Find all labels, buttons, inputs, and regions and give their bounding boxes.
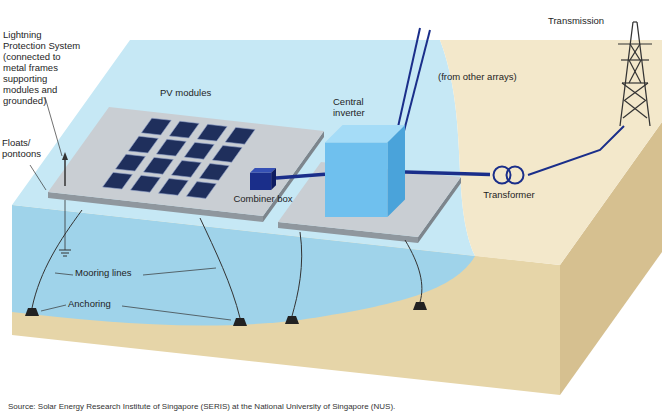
part-label: Anchoring [68, 299, 111, 310]
part-label: Mooring lines [75, 268, 132, 279]
box-front [325, 143, 387, 217]
anchor-block [413, 302, 427, 310]
pv-module [128, 136, 158, 153]
callout-note: Lightning Protection System (connected t… [3, 30, 81, 106]
ground-symbol [61, 253, 69, 254]
floating-pontoon [48, 107, 324, 216]
water-surface [12, 40, 475, 256]
box-outline [325, 125, 405, 217]
part-label: Transmission [548, 16, 604, 27]
mooring-line [200, 218, 240, 318]
central-inverter: Central inverter [325, 125, 405, 217]
pv-module [169, 121, 199, 138]
box-outline [250, 168, 276, 190]
leader-line [30, 165, 46, 190]
leader-line [143, 268, 216, 275]
pv-module [225, 127, 255, 144]
pv-module [141, 118, 171, 135]
part-label: Floats/ pontoons [2, 138, 46, 160]
pv-module [144, 157, 174, 174]
leader-line [41, 305, 66, 311]
pv-module [186, 182, 216, 199]
transmission-cable [528, 126, 624, 175]
pv-module [171, 161, 201, 178]
combiner-box: Combiner box [250, 168, 276, 190]
node-label: Combiner box [233, 194, 292, 205]
dc-cable [404, 30, 430, 131]
node-label: Transformer [483, 190, 534, 201]
leader-line [45, 97, 62, 156]
anchor-block [233, 318, 247, 326]
box-front [250, 173, 271, 190]
pv-module [197, 124, 227, 141]
pv-module [156, 139, 186, 156]
transmission-tower [618, 22, 652, 126]
ground-symbol [59, 250, 71, 251]
leader-line [122, 306, 231, 320]
pv-module [116, 154, 146, 171]
pv-module-array [103, 118, 255, 198]
node-label: Central inverter [333, 97, 393, 119]
anchor-block [25, 308, 39, 316]
source-caption: Source: Solar Energy Research Institute … [8, 402, 395, 411]
transformer-coil [507, 167, 524, 184]
pv-module [184, 142, 214, 159]
power-cable [276, 174, 325, 178]
transformer-symbol: Transformer [490, 164, 528, 186]
part-label: (from other arrays) [438, 72, 517, 83]
anchor-block [285, 316, 299, 324]
pv-module [159, 179, 189, 196]
transformer-outline [490, 164, 528, 186]
box-side [271, 168, 276, 190]
pv-module [131, 175, 161, 192]
power-cable [405, 172, 490, 174]
pv-module [212, 146, 242, 163]
ground-symbol [63, 256, 67, 257]
part-label: PV modules [160, 88, 211, 99]
ground-wire [65, 200, 66, 250]
lightning-rod [64, 158, 66, 186]
mooring-line [405, 240, 422, 302]
pv-module [199, 164, 229, 181]
mooring-line [292, 232, 302, 316]
pv-module [103, 172, 133, 189]
mooring-line [32, 210, 82, 308]
lightning-rod-tip [62, 152, 68, 160]
box-side [387, 125, 405, 217]
leader-line [55, 273, 73, 275]
